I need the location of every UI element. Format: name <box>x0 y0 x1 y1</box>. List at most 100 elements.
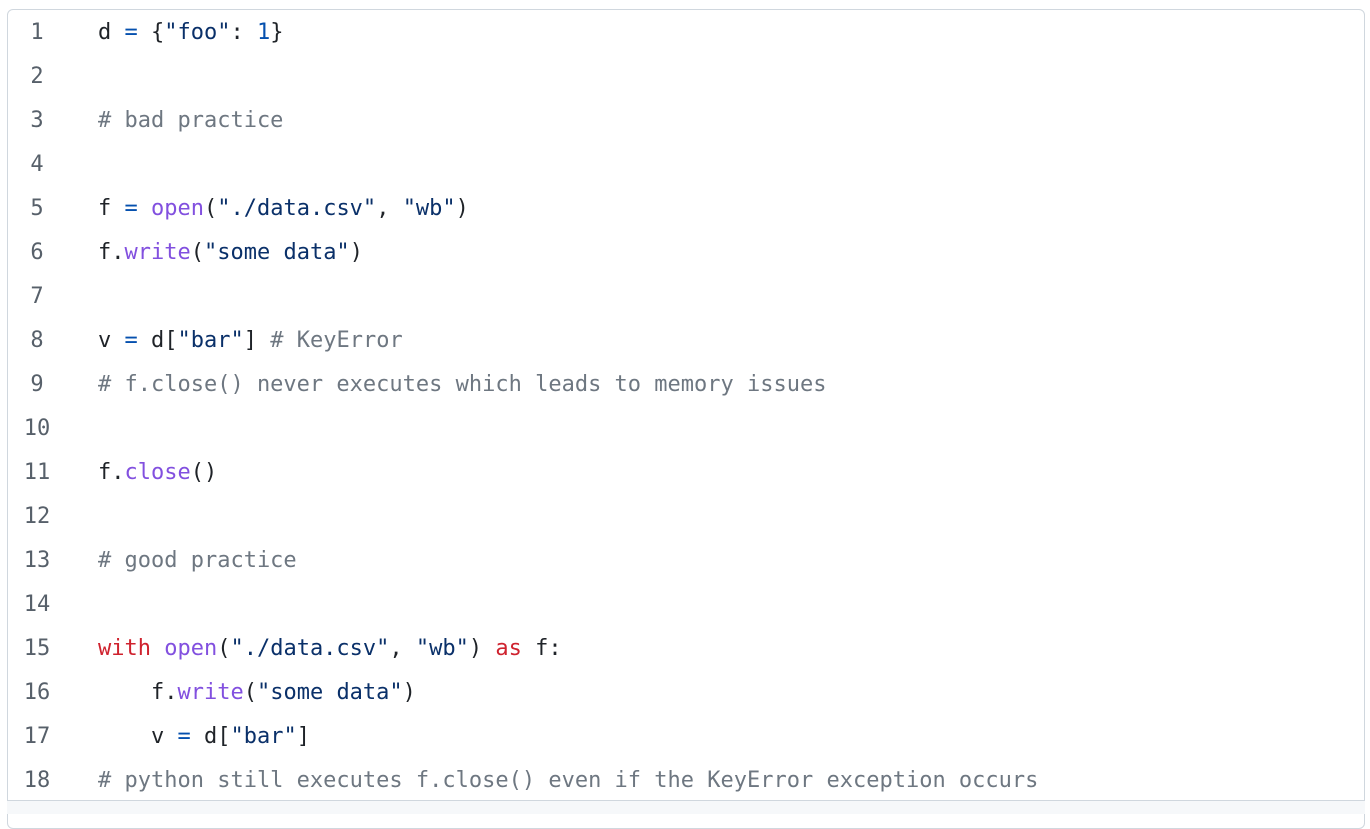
code-line: 2 <box>8 55 1364 99</box>
code-line: 18 # python still executes f.close() even… <box>8 759 1364 803</box>
code-token: "foo" <box>164 20 231 45</box>
line-code: # good practice <box>98 539 297 583</box>
code-token: f. <box>98 460 125 485</box>
code-token: # bad practice <box>98 108 284 133</box>
code-token <box>138 196 151 221</box>
code-token: # f.close() never executes which leads t… <box>98 372 827 397</box>
code-token: f: <box>521 636 562 661</box>
line-code: d = {"foo": 1} <box>98 11 283 55</box>
line-number[interactable]: 15 <box>23 636 51 661</box>
code-line: 15 with open("./data.csv", "wb") as f: <box>8 627 1364 671</box>
code-line: 7 <box>8 275 1364 319</box>
line-code: f.close() <box>98 451 217 495</box>
line-number[interactable]: 4 <box>30 152 44 177</box>
code-token: with <box>98 636 151 661</box>
code-line: 5 f = open("./data.csv", "wb") <box>8 187 1364 231</box>
code-token: "some data" <box>203 240 350 265</box>
code-token: ( <box>203 196 218 221</box>
line-number[interactable]: 5 <box>30 196 44 221</box>
code-token: d[ <box>190 724 231 749</box>
code-token: ] <box>243 328 271 353</box>
code-token: ) <box>468 636 496 661</box>
code-token: # python still executes f.close() even i… <box>98 768 1039 793</box>
code-line: 10 <box>8 407 1364 451</box>
code-token: f <box>98 196 125 221</box>
code-line: 17 v = d["bar"] <box>8 715 1364 759</box>
code-token: ] <box>296 724 310 749</box>
code-token: "./data.csv" <box>230 636 390 661</box>
code-line: 14 <box>8 583 1364 627</box>
code-token: open <box>151 196 204 221</box>
code-token: , <box>389 636 416 661</box>
line-number[interactable]: 6 <box>30 240 44 265</box>
code-token: ( <box>190 240 204 265</box>
line-number[interactable]: 18 <box>23 768 51 793</box>
line-number[interactable]: 12 <box>23 504 51 529</box>
code-line: 9 # f.close() never executes which leads … <box>8 363 1364 407</box>
code-token: "./data.csv" <box>217 196 377 221</box>
code-token: } <box>270 20 284 45</box>
line-number[interactable]: 17 <box>23 724 51 749</box>
code-token: : <box>230 20 257 45</box>
code-token: d[ <box>137 328 178 353</box>
code-token: "wb" <box>402 196 456 221</box>
line-number[interactable]: 8 <box>30 328 44 353</box>
line-code: v = d["bar"] # KeyError <box>98 319 403 363</box>
code-token: # KeyError <box>270 328 403 353</box>
line-number[interactable]: 7 <box>30 284 44 309</box>
code-token: ) <box>349 240 363 265</box>
line-code: v = d["bar"] <box>98 715 310 759</box>
code-token: ( <box>243 680 257 705</box>
code-token: = <box>124 328 138 353</box>
code-token: write <box>177 680 244 705</box>
horizontal-scrollbar[interactable] <box>7 800 1365 814</box>
code-token: "wb" <box>415 636 469 661</box>
code-token: v <box>98 724 178 749</box>
code-line: 8 v = d["bar"] # KeyError <box>8 319 1364 363</box>
code-token: "bar" <box>177 328 244 353</box>
line-number[interactable]: 9 <box>30 372 44 397</box>
code-line: 11 f.close() <box>8 451 1364 495</box>
line-number[interactable]: 14 <box>23 592 51 617</box>
code-token: close <box>124 460 191 485</box>
code-line: 4 <box>8 143 1364 187</box>
code-token: "bar" <box>230 724 297 749</box>
line-code: # python still executes f.close() even i… <box>98 759 1038 803</box>
code-token: = <box>177 724 191 749</box>
line-number[interactable]: 13 <box>23 548 51 573</box>
code-line: 3 # bad practice <box>8 99 1364 143</box>
code-token: , <box>376 196 403 221</box>
code-token: write <box>124 240 191 265</box>
line-number[interactable]: 1 <box>30 20 44 45</box>
code-token: = <box>124 196 138 221</box>
line-number[interactable]: 10 <box>23 416 51 441</box>
code-token: open <box>164 636 218 661</box>
code-token: ( <box>217 636 231 661</box>
code-line: 16 f.write("some data") <box>8 671 1364 715</box>
code-token: f. <box>98 240 125 265</box>
code-token: ) <box>402 680 416 705</box>
line-number[interactable]: 2 <box>30 64 44 89</box>
code-token: = <box>124 20 138 45</box>
code-token: 1 <box>256 20 271 45</box>
line-code: f = open("./data.csv", "wb") <box>98 187 469 231</box>
code-token: ) <box>455 196 469 221</box>
line-code: f.write("some data") <box>98 671 416 715</box>
code-token: # good practice <box>98 548 297 573</box>
code-token: as <box>495 636 522 661</box>
code-token: { <box>137 20 165 45</box>
code-line: 13 # good practice <box>8 539 1364 583</box>
code-line: 6 f.write("some data") <box>8 231 1364 275</box>
line-code: # f.close() never executes which leads t… <box>98 363 826 407</box>
code-token: v <box>98 328 125 353</box>
code-line: 12 <box>8 495 1364 539</box>
line-number[interactable]: 16 <box>23 680 51 705</box>
code-token: d <box>98 20 125 45</box>
code-token: () <box>190 460 218 485</box>
line-code: f.write("some data") <box>98 231 363 275</box>
line-number[interactable]: 3 <box>30 108 44 133</box>
line-number[interactable]: 11 <box>23 460 51 485</box>
